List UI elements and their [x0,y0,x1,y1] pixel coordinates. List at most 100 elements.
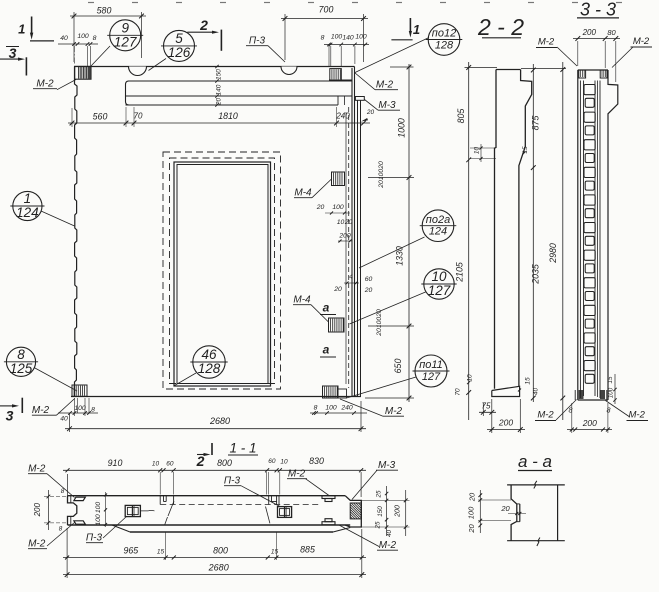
svg-text:5: 5 [175,31,183,46]
svg-text:25: 25 [376,490,383,499]
svg-text:60: 60 [365,276,373,283]
svg-text:2035: 2035 [531,264,541,285]
svg-text:П-3: П-3 [224,476,241,487]
svg-text:20: 20 [316,204,325,211]
svg-text:20: 20 [333,286,342,293]
svg-text:80: 80 [607,28,616,37]
svg-text:20: 20 [500,504,510,513]
svg-text:М-2: М-2 [633,36,650,47]
svg-text:М-2: М-2 [537,410,554,421]
svg-text:800: 800 [213,546,228,556]
svg-text:965: 965 [123,546,138,556]
svg-text:1330: 1330 [395,246,405,266]
svg-text:8: 8 [59,526,63,533]
svg-text:140: 140 [342,35,354,42]
svg-text:15: 15 [271,549,279,556]
svg-text:М-2: М-2 [629,410,646,421]
svg-text:3 - 3: 3 - 3 [580,0,616,20]
svg-text:15: 15 [522,146,529,154]
svg-text:10: 10 [152,461,160,468]
svg-text:580: 580 [97,6,112,16]
svg-text:8: 8 [314,405,318,412]
svg-text:910: 910 [108,458,123,468]
svg-text:100: 100 [355,34,367,41]
svg-text:М-4: М-4 [294,188,312,199]
svg-text:126: 126 [168,45,191,60]
svg-text:3: 3 [6,408,14,424]
svg-text:40: 40 [60,35,68,42]
svg-text:100: 100 [325,405,337,412]
svg-text:2680: 2680 [209,416,230,426]
svg-text:10: 10 [337,219,345,226]
svg-text:10: 10 [467,374,474,382]
svg-text:2: 2 [199,17,208,33]
svg-text:М-2: М-2 [36,79,54,90]
svg-text:124: 124 [16,205,39,220]
svg-text:М-2: М-2 [385,406,403,417]
svg-text:20: 20 [216,98,223,107]
svg-text:20: 20 [366,109,375,116]
svg-text:М-2: М-2 [28,464,46,475]
svg-text:125: 125 [10,361,33,376]
svg-text:200: 200 [33,502,42,517]
svg-text:М-2: М-2 [28,539,46,550]
svg-text:1 - 1: 1 - 1 [229,441,256,456]
svg-text:1: 1 [413,22,420,37]
svg-text:200: 200 [395,505,402,518]
svg-text:560: 560 [93,112,108,122]
svg-text:200: 200 [338,233,351,240]
svg-text:3: 3 [9,45,17,61]
svg-text:15: 15 [525,377,532,385]
svg-text:25: 25 [375,521,382,530]
svg-text:1810: 1810 [218,111,238,121]
svg-text:8: 8 [61,488,65,495]
svg-text:20: 20 [364,287,373,294]
svg-text:П-3: П-3 [86,533,103,544]
svg-text:830: 830 [309,456,324,466]
svg-text:a: a [323,343,330,357]
svg-text:100: 100 [332,204,344,211]
svg-text:8: 8 [607,406,611,415]
svg-text:70: 70 [455,388,462,396]
svg-text:60: 60 [268,458,276,465]
svg-text:40: 40 [533,388,540,396]
svg-text:М-3: М-3 [378,100,396,111]
svg-text:10: 10 [280,459,288,466]
svg-text:10: 10 [431,269,447,284]
svg-text:75: 75 [482,402,491,411]
svg-text:650: 650 [393,359,403,374]
svg-text:М-3: М-3 [378,460,396,471]
svg-text:40: 40 [386,530,393,538]
svg-text:46: 46 [201,347,217,362]
svg-text:60: 60 [166,461,174,468]
svg-text:М-4: М-4 [293,295,311,306]
svg-text:15: 15 [157,549,165,556]
svg-text:800: 800 [217,458,232,468]
svg-text:2105: 2105 [455,262,465,283]
svg-text:200: 200 [582,28,597,37]
svg-text:по12: по12 [432,28,456,40]
svg-text:20: 20 [344,219,353,226]
svg-text:8: 8 [569,406,573,415]
svg-text:М-2: М-2 [376,80,394,91]
svg-text:по11: по11 [419,359,443,371]
svg-text:М-2: М-2 [32,405,50,416]
svg-text:700: 700 [319,5,334,15]
svg-text:8: 8 [17,347,25,362]
svg-text:127: 127 [428,283,451,298]
svg-text:100: 100 [376,317,383,329]
svg-text:100: 100 [77,33,89,40]
svg-text:200: 200 [498,418,513,428]
svg-text:М-2: М-2 [288,469,306,480]
svg-text:124: 124 [429,226,447,238]
svg-text:875: 875 [531,116,541,131]
svg-text:150: 150 [216,69,223,80]
svg-text:240: 240 [340,405,353,412]
svg-text:9: 9 [121,21,129,36]
svg-text:2: 2 [196,453,205,469]
svg-text:20: 20 [376,309,383,318]
svg-text:240: 240 [335,112,350,121]
svg-text:М-2: М-2 [379,540,397,551]
svg-text:a: a [323,301,330,315]
svg-text:100: 100 [331,34,343,41]
